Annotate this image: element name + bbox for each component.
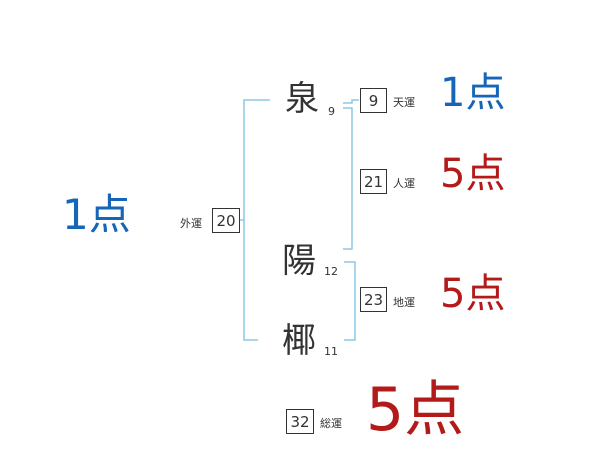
ten-score: 1点 xyxy=(440,70,506,116)
jin-score: 5点 xyxy=(440,151,506,197)
chi-count-box: 23 xyxy=(360,287,387,312)
name-char-1: 泉 xyxy=(285,79,319,119)
ten-connector xyxy=(343,99,359,104)
stroke-count-3: 11 xyxy=(324,345,338,358)
sou-score: 5点 xyxy=(366,375,465,445)
stroke-count-2: 12 xyxy=(324,265,338,278)
ten-count-box: 9 xyxy=(360,88,387,113)
chi-bracket xyxy=(344,261,356,341)
gai-label: 外運 xyxy=(180,217,202,230)
gai-count-box: 20 xyxy=(212,208,240,233)
sou-label: 総運 xyxy=(320,417,342,430)
ten-label: 天運 xyxy=(393,96,415,109)
gai-bracket xyxy=(243,99,270,341)
jin-label: 人運 xyxy=(393,177,415,190)
sou-count-box: 32 xyxy=(286,409,314,434)
jin-bracket xyxy=(343,107,353,250)
name-char-2: 陽 xyxy=(282,241,316,281)
chi-label: 地運 xyxy=(393,296,415,309)
jin-count-box: 21 xyxy=(360,169,387,194)
gai-score: 1点 xyxy=(62,190,131,239)
chi-score: 5点 xyxy=(440,271,506,317)
stroke-count-1: 9 xyxy=(328,105,335,118)
name-char-3: 椰 xyxy=(282,321,316,361)
